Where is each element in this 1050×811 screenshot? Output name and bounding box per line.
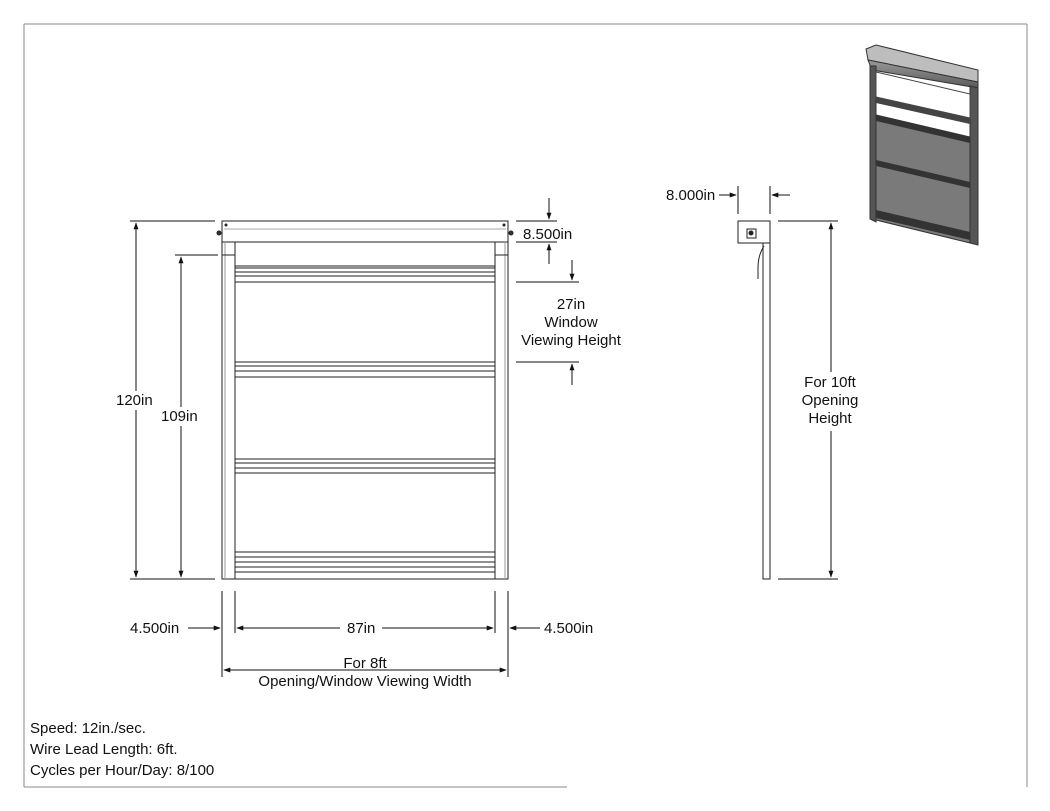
side-height-line1: For 10ft <box>804 374 856 391</box>
window-line1: Window <box>544 314 598 331</box>
window-height-label: 27in Window Viewing Height <box>512 296 630 350</box>
opening-width-label: For 8ft Opening/Window Viewing Width <box>224 655 506 691</box>
header-height-label: 8.500in <box>523 226 573 243</box>
side-dimensions <box>719 186 838 580</box>
window-line2: Viewing Height <box>521 332 621 349</box>
opening-line1: For 8ft <box>343 655 387 672</box>
side-height-line3: Height <box>808 410 852 427</box>
curtain-width-label: 87in <box>347 620 376 637</box>
left-margin-label: 4.500in <box>130 620 180 637</box>
spec-cycles: Cycles per Hour/Day: 8/100 <box>30 762 215 779</box>
overall-height-label: 120in <box>116 392 153 409</box>
side-height-label: For 10ft Opening Height <box>790 374 870 428</box>
front-view-door <box>216 220 514 580</box>
window-size: 27in <box>556 296 586 313</box>
opening-line2: Opening/Window Viewing Width <box>258 673 472 690</box>
front-dimensions <box>130 198 579 677</box>
right-margin-label: 4.500in <box>544 620 594 637</box>
curtain-height-label: 109in <box>161 408 198 425</box>
side-view-profile <box>737 220 771 580</box>
sheet-border <box>23 23 1028 788</box>
side-depth-label: 8.000in <box>666 187 716 204</box>
isometric-door-preview <box>865 44 979 246</box>
side-height-line2: Opening <box>801 392 859 409</box>
spec-wire-lead: Wire Lead Length: 6ft. <box>30 741 178 758</box>
spec-speed: Speed: 12in./sec. <box>30 720 146 737</box>
